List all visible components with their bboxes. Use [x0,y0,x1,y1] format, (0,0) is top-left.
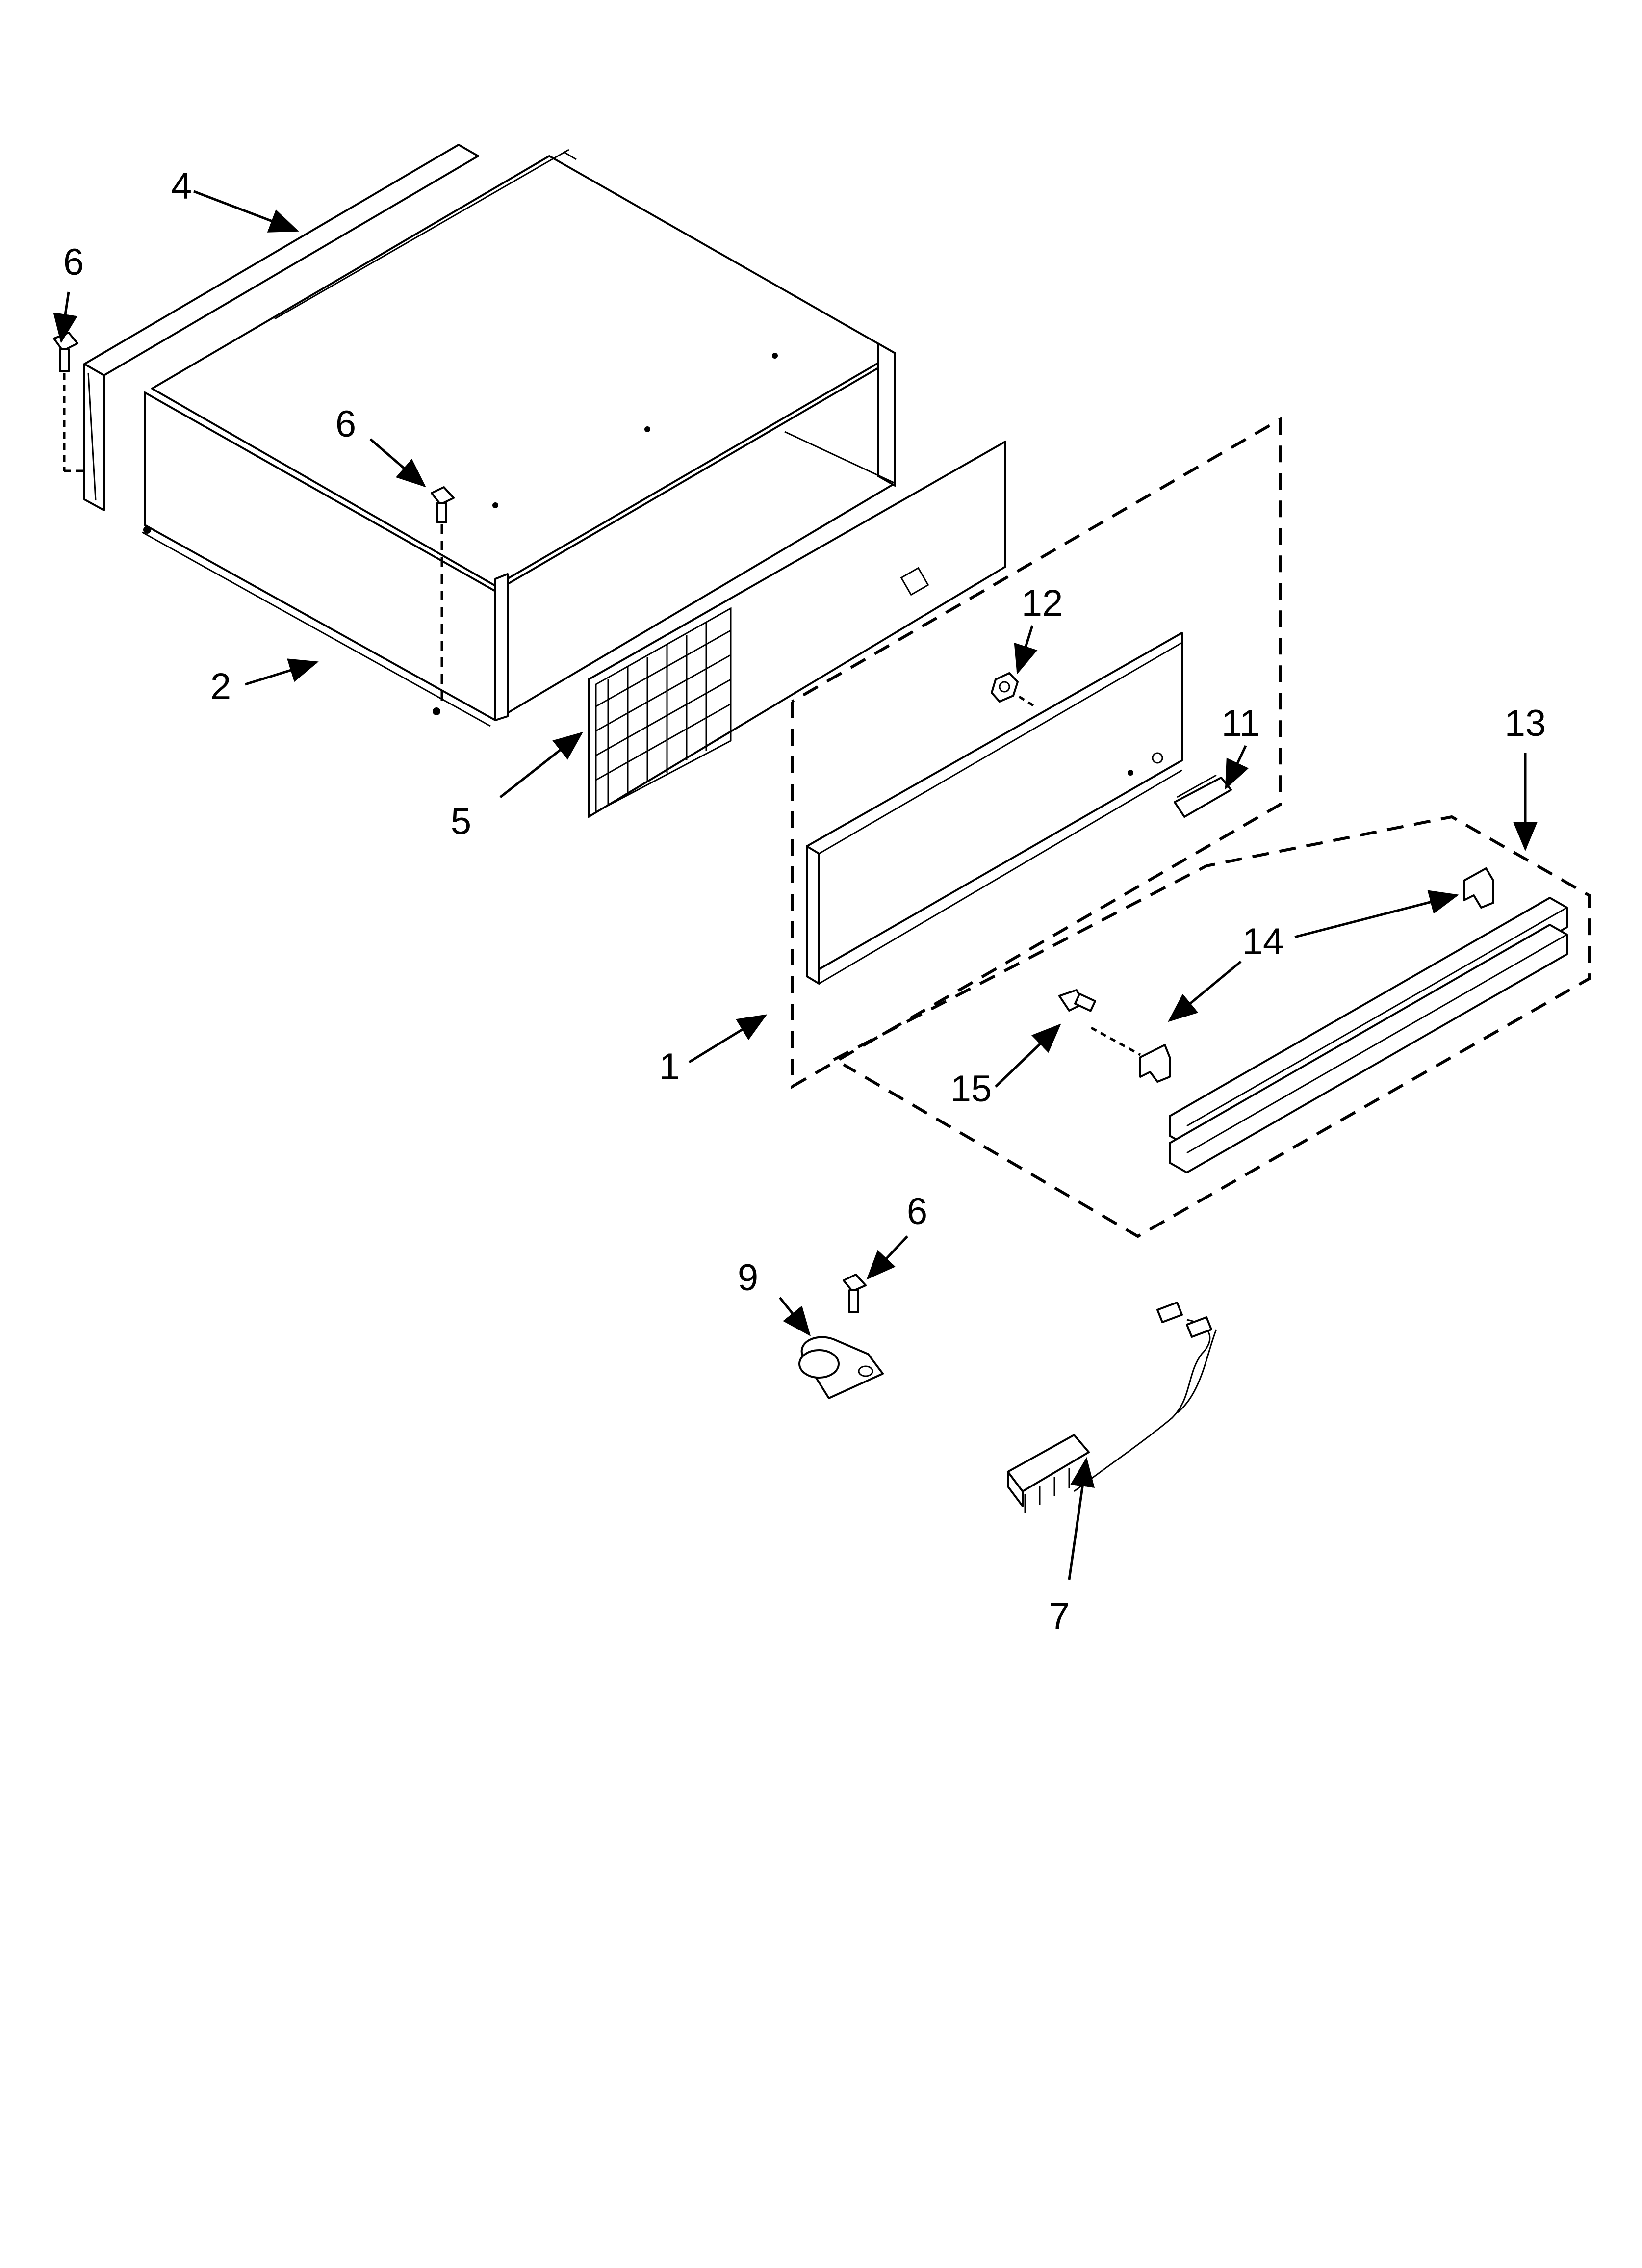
part-6-screw-left [53,332,83,472]
part-14-bracket-lower [1090,1026,1171,1083]
callout-11: 11 [1222,703,1260,744]
callout-4: 4 [171,165,192,207]
callout-6-top-left: 6 [63,241,84,283]
part-15-screw [1058,989,1096,1012]
assembly-13-outline [833,815,1591,1238]
callout-7: 7 [1049,1595,1070,1637]
part-14-bracket-upper [1463,867,1494,909]
part-1-kick-plate [806,632,1183,985]
part-11-clip [1174,774,1232,818]
callout-2: 2 [210,666,231,707]
callout-labels: 4 6 6 2 5 12 11 13 14 1 15 6 9 7 [63,165,1546,1637]
callout-5: 5 [451,801,471,842]
leader-lines [53,190,1538,1580]
callout-6-lower: 6 [907,1191,927,1232]
callout-12: 12 [1022,582,1063,624]
vent-louvers [595,607,732,813]
callout-9: 9 [738,1257,758,1299]
part-4-rear-rail [83,144,479,511]
part-13-trim-rail [1169,897,1568,1173]
part-2-cabinet-box [142,149,896,727]
part-9-cable-clamp [798,1336,884,1399]
assembly-1-outline [791,417,1282,1090]
part-5-vented-panel [588,441,1006,818]
part-6-screw-lower [843,1274,867,1313]
callout-13: 13 [1505,703,1546,744]
callout-14: 14 [1242,921,1284,963]
callout-1: 1 [659,1046,680,1088]
part-7-wire-harness [1007,1302,1217,1513]
callout-6-center: 6 [335,403,356,445]
callout-15: 15 [950,1068,992,1110]
part-12-nut [991,672,1036,708]
part-6-screw-center [431,486,455,706]
